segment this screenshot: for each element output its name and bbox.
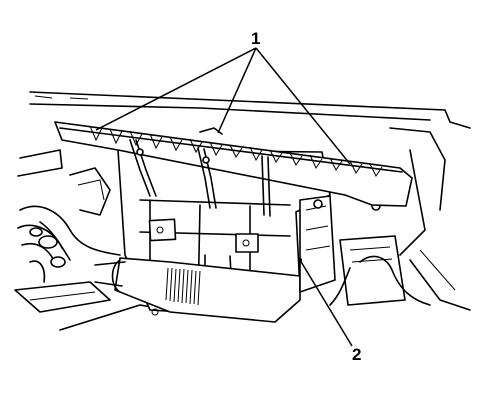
callout-label-1: 1 [251, 29, 260, 48]
ribbed-grille [165, 267, 201, 306]
defroster-duct-top [54, 121, 413, 207]
dash-panel-outline [17, 91, 471, 256]
right-side-components [299, 195, 471, 311]
wiring-harness-left [14, 167, 181, 331]
callout-label-2: 2 [352, 345, 361, 364]
duct-ribs [89, 125, 383, 177]
blower-lower-section [94, 257, 301, 323]
retaining-clips [129, 139, 271, 217]
callout-leaders [95, 47, 353, 347]
